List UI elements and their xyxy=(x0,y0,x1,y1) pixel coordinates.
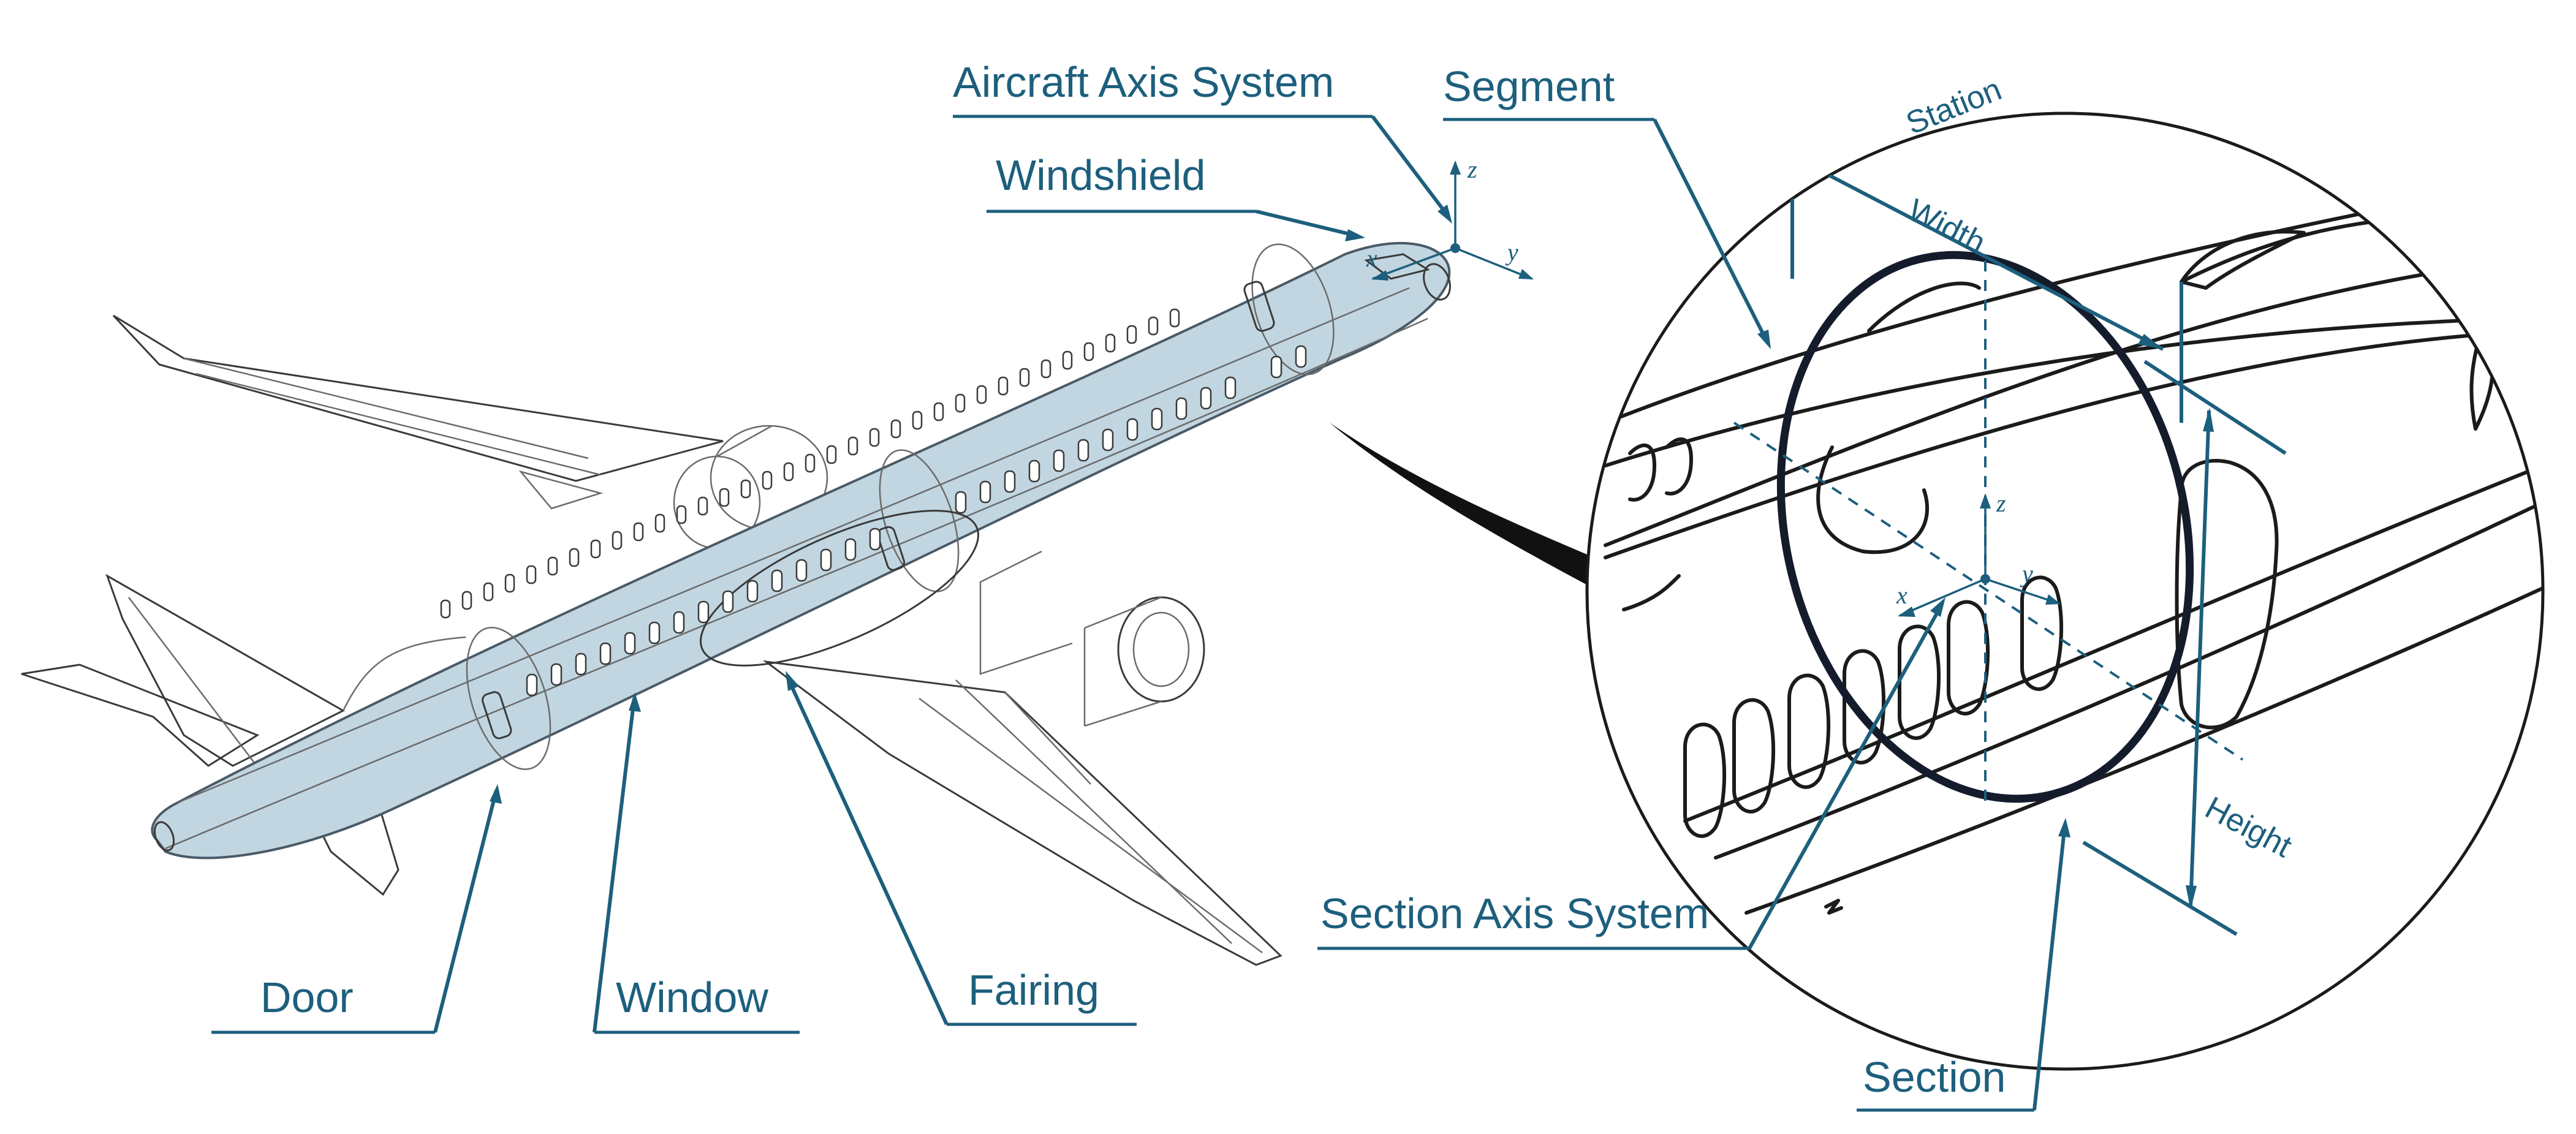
aircraft-axis-x-label: x xyxy=(1366,244,1377,272)
label-section-axis-system: Section Axis System xyxy=(1320,890,1709,937)
window-row-lower xyxy=(526,345,1307,697)
left-wing xyxy=(112,314,724,482)
height-dimension xyxy=(2082,407,2238,936)
aircraft-axis-z-label: z xyxy=(1467,156,1477,183)
section-axis-x-label: x xyxy=(1896,581,1907,609)
label-door: Door xyxy=(260,973,354,1021)
magnifier-circle xyxy=(1585,112,2545,1071)
aircraft-axis-y-label: y xyxy=(1505,238,1518,266)
detail-door xyxy=(2175,459,2279,730)
aircraft-drawing xyxy=(21,242,1451,966)
label-window: Window xyxy=(616,973,768,1021)
magnifier-connector xyxy=(1330,423,1593,588)
label-fairing: Fairing xyxy=(968,966,1099,1014)
fuselage xyxy=(151,242,1451,860)
door-forward xyxy=(1243,281,1275,332)
wing-body-fairing xyxy=(700,510,979,667)
horizontal-stabilizer xyxy=(21,663,260,767)
section-axis-triad: z x y xyxy=(1896,490,2061,617)
section-axis-z-label: z xyxy=(1996,490,2006,517)
label-segment: Segment xyxy=(1443,62,1615,110)
section-axis-y-label: y xyxy=(2020,560,2033,588)
window-row-upper xyxy=(440,308,1180,619)
right-wing xyxy=(762,660,1282,966)
label-aircraft-axis-system: Aircraft Axis System xyxy=(953,58,1334,106)
section-ring xyxy=(1776,251,2194,803)
door-aft xyxy=(482,691,512,739)
label-windshield: Windshield xyxy=(996,151,1205,199)
door-mid xyxy=(877,526,906,571)
aircraft-axis-triad: z x y xyxy=(1366,156,1534,281)
label-section: Section xyxy=(1863,1053,2006,1101)
vertical-tail xyxy=(105,573,346,767)
detail-magnifier: z x y xyxy=(1330,112,2545,1071)
